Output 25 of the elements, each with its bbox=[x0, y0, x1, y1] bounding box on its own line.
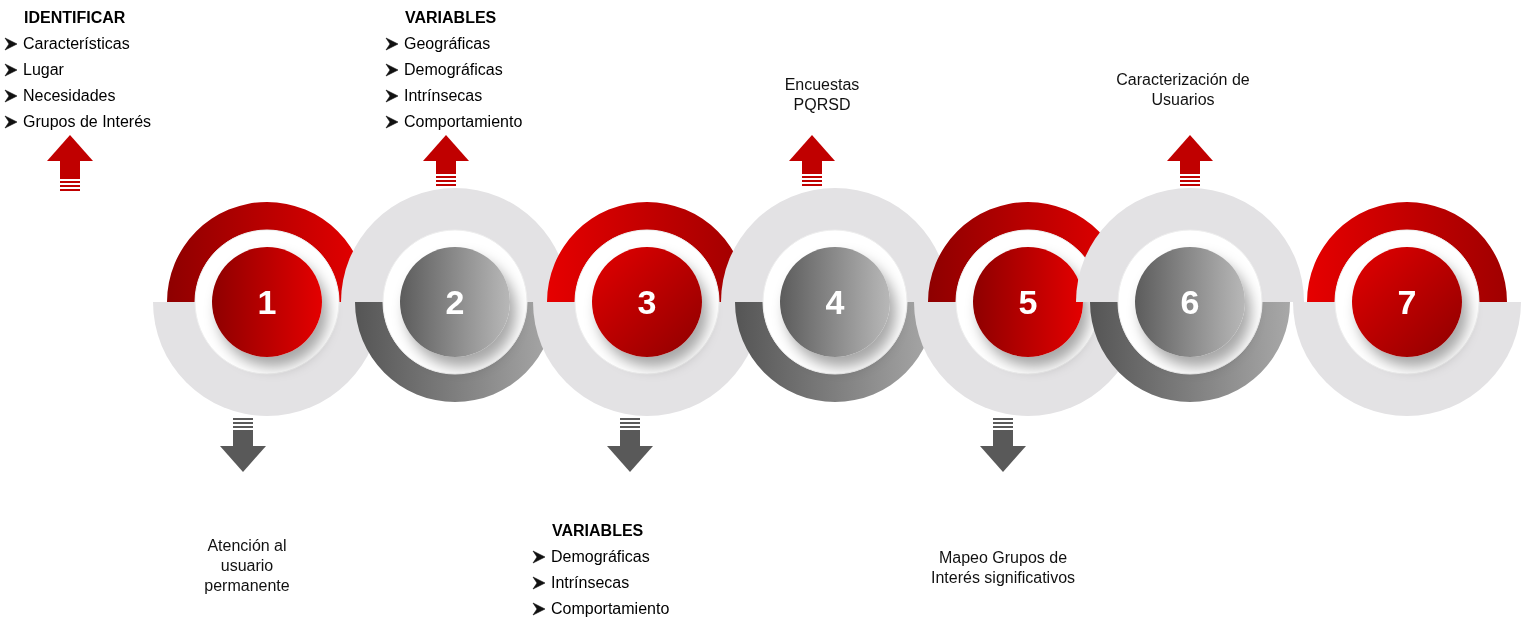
list-heading: VARIABLES bbox=[551, 521, 645, 541]
list-item: Comportamiento bbox=[551, 600, 670, 618]
list-heading: IDENTIFICAR bbox=[23, 8, 127, 28]
list-item: Necesidades bbox=[23, 87, 116, 105]
list-item: Grupos de Interés bbox=[23, 113, 152, 131]
list-item: Intrínsecas bbox=[404, 87, 483, 105]
step-number: 6 bbox=[1180, 282, 1200, 322]
step-label: Mapeo Grupos de Interés significativos bbox=[929, 548, 1077, 588]
step-number: 5 bbox=[1018, 282, 1038, 322]
step-number: 4 bbox=[825, 282, 845, 322]
step-label: Caracterización de Usuarios bbox=[1115, 70, 1251, 110]
list-item: Demográficas bbox=[551, 548, 650, 566]
step-number: 1 bbox=[257, 282, 277, 322]
list-item: Lugar bbox=[23, 61, 64, 79]
list-item: Geográficas bbox=[404, 35, 491, 53]
list-item: Demográficas bbox=[404, 61, 503, 79]
step-label: Encuestas PQRSD bbox=[783, 75, 861, 115]
step-label: Atención al usuario permanente bbox=[203, 536, 291, 596]
step-number: 3 bbox=[637, 282, 657, 322]
list-item: Características bbox=[23, 35, 130, 53]
list-item: Comportamiento bbox=[404, 113, 523, 131]
step-number: 2 bbox=[445, 282, 465, 322]
list-item: Intrínsecas bbox=[551, 574, 630, 592]
list-heading: VARIABLES bbox=[404, 8, 498, 28]
step-number: 7 bbox=[1397, 282, 1417, 322]
